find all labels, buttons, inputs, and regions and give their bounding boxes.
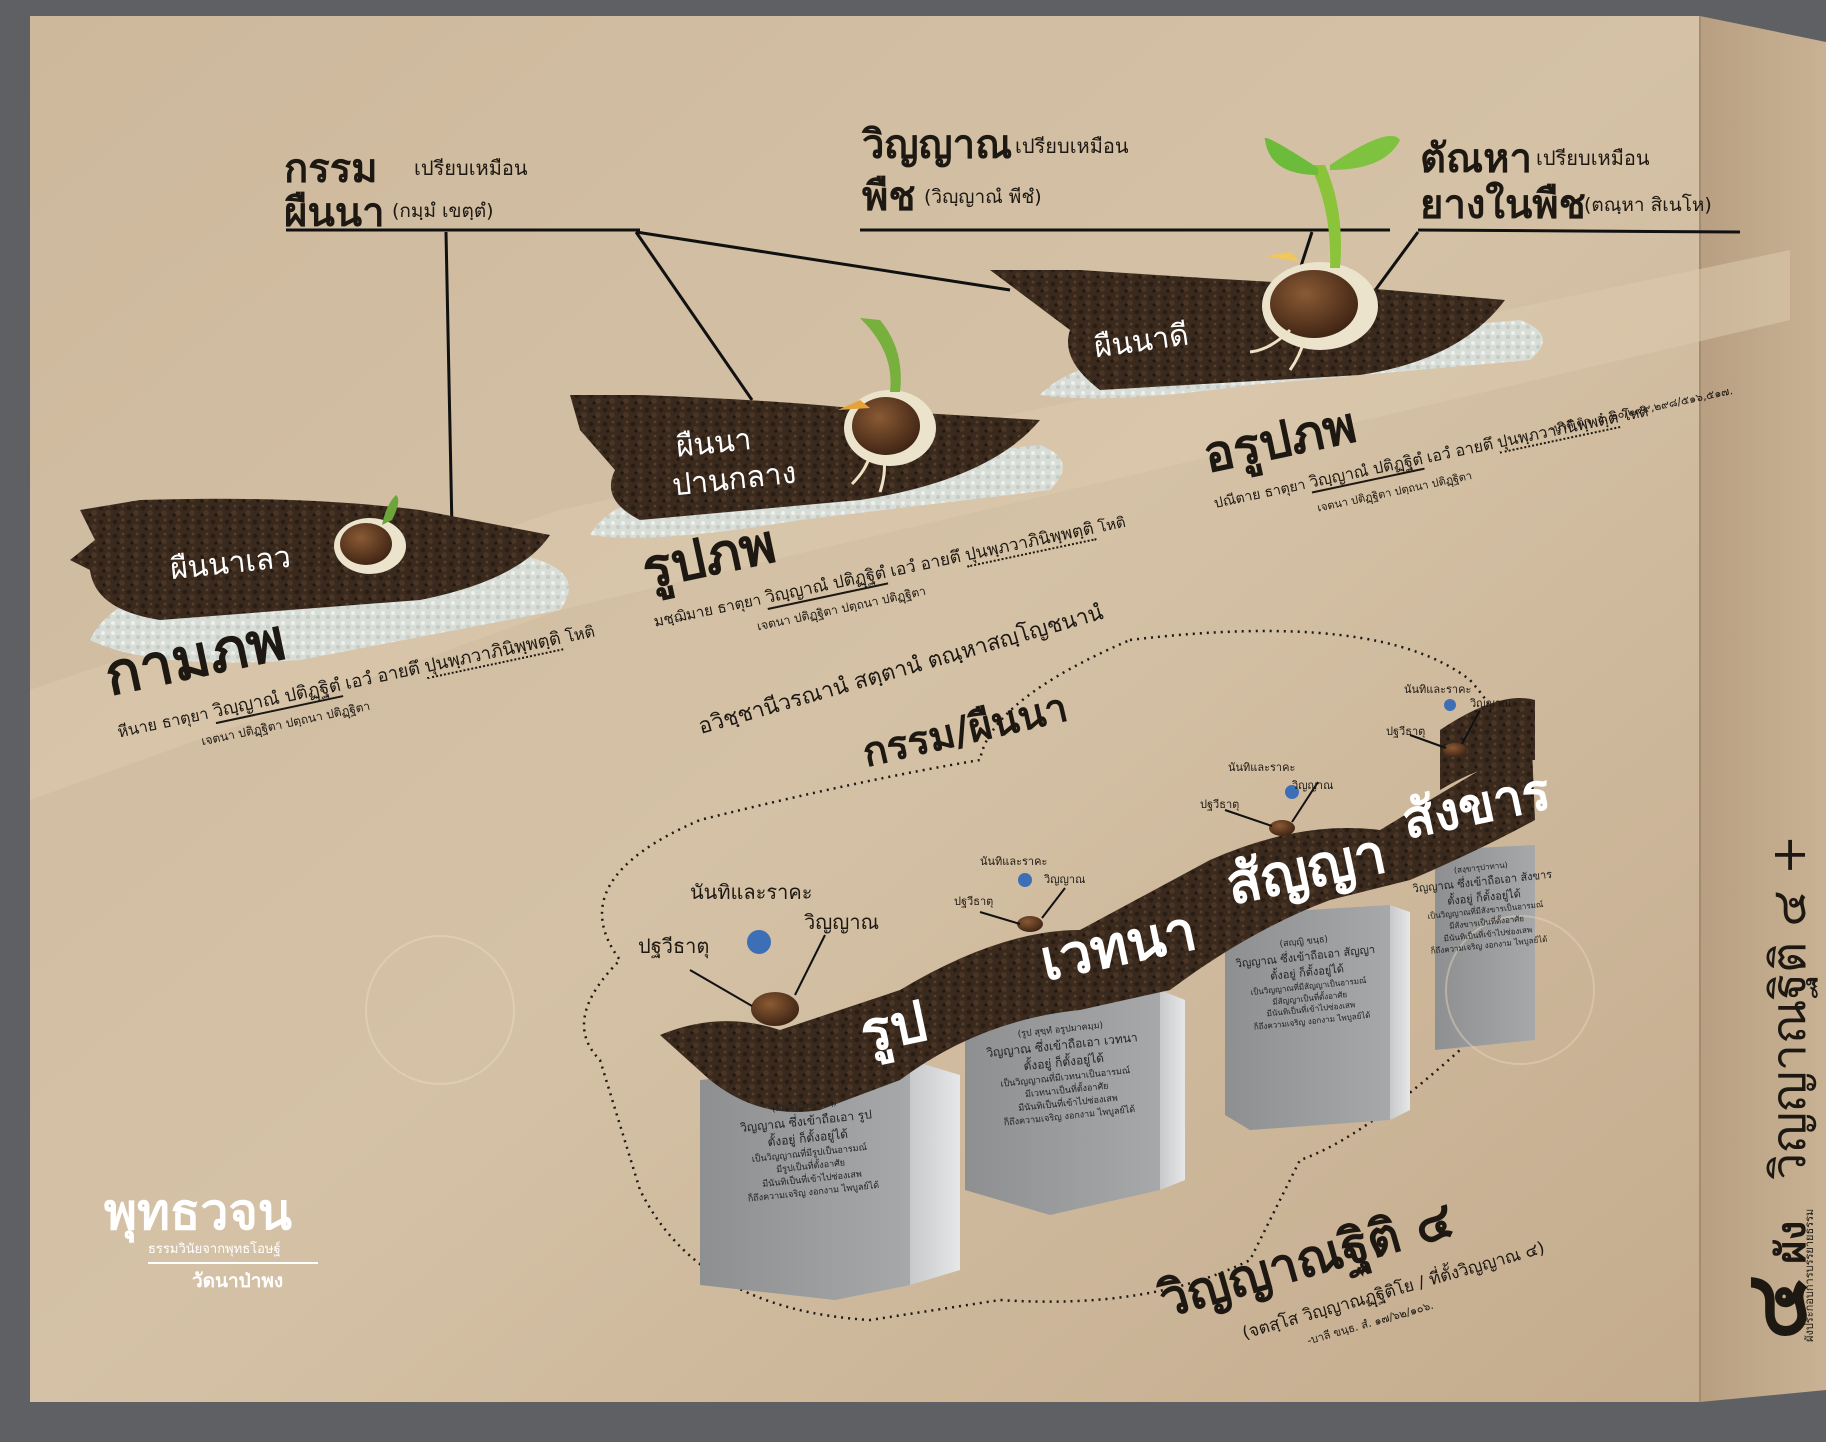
block-vedana (965, 990, 1160, 1215)
logo-sub: ธรรมวินัยจากพุทธโอษฐ์ (148, 1238, 318, 1264)
vinnana-word: วิญญาณ (862, 121, 1013, 168)
side-panel (1700, 16, 1826, 1402)
label-patavi-1: ปฐวีธาตุ (638, 934, 710, 958)
label-nandi-4: นันทิและราคะ (1404, 683, 1472, 696)
side-title: วิญญาณฐิติ ๔ + (1761, 834, 1817, 1180)
vinnana-seed: พืช (862, 173, 916, 220)
logo-main: พุทธวจน (104, 1182, 292, 1241)
box-text-rupa: (ติณฺณํ ไปสฺ ตณฺ) วิญญาณ ซึ่งเข้าถือเอา … (709, 1090, 908, 1209)
tanha-sap: ยางในพืช (1420, 181, 1586, 228)
vinnana-pali: (วิญฺญาณํ พีชํ) (924, 186, 1042, 208)
seed-middle (838, 318, 936, 493)
label-patavi-2: ปฐวีธาตุ (954, 895, 994, 908)
block-sanna (1225, 905, 1390, 1130)
logo-temple: วัดนาป่าพง (192, 1270, 284, 1292)
seed-pointers (689, 709, 1481, 1007)
small-seeds (747, 699, 1467, 1026)
tanha-pali: (ตณฺหา สิเนโห) (1584, 194, 1712, 216)
soil-poor (70, 498, 550, 620)
label-patavi-4: ปฐวีธาตุ (1386, 725, 1426, 738)
box-text-sanna: (สญฺญิ ขนฺธ) วิญญาณ ซึ่งเข้าถือเอา สัญญา… (1224, 928, 1393, 1036)
label-nandi-1: นันทิและราคะ (690, 880, 813, 904)
label-vinnana-2: วิญญาณ (1044, 873, 1086, 886)
seed-poor (334, 495, 406, 574)
soil-wave (660, 700, 1535, 1112)
block-group (700, 845, 1535, 1300)
karma-pali: (กมฺมํ เขตฺตํ) (392, 200, 494, 222)
seed-good (1249, 135, 1400, 371)
label-nandi-3: นันทิและราคะ (1228, 761, 1296, 774)
tanha-compare: เปรียบเหมือน (1536, 146, 1650, 170)
karma-compare: เปรียบเหมือน (414, 156, 528, 180)
box-text-vedana: (รูป สุขฺทํ อรูปมาคมฺม) วิญญาณ ซึ่งเข้าถ… (967, 1015, 1162, 1134)
karma-word: กรรม (284, 145, 378, 192)
block-rupa (700, 1060, 910, 1300)
label-vinnana-3: วิญญาณ (1292, 779, 1334, 792)
label-nandi-2: นันทิและราคะ (980, 855, 1048, 868)
rupa-line-4: โหติ (1096, 512, 1128, 537)
logo: พุทธวจน ธรรมวินัยจากพุทธโอษฐ์ วัดนาป่าพง (104, 1186, 318, 1296)
block-sankhara (1435, 845, 1535, 1050)
kama-line-4: โหติ (563, 621, 597, 647)
box-text-sankhara: (สงฺขารุปาทาน) วิญญาณ ซึ่งเข้าถือเอา สัง… (1406, 854, 1565, 959)
karma-field: ผืนนา (284, 189, 385, 236)
vinnana-compare: เปรียบเหมือน (1015, 134, 1129, 158)
side-caption: ผังประกอบการบรรยายธรรม (1803, 1208, 1816, 1342)
label-vinnana-4: วิญญาณ (1470, 697, 1512, 710)
label-vinnana-1: วิญญาณ (804, 910, 880, 934)
tanha-word: ตัณหา (1420, 135, 1532, 182)
label-patavi-3: ปฐวีธาตุ (1200, 798, 1240, 811)
